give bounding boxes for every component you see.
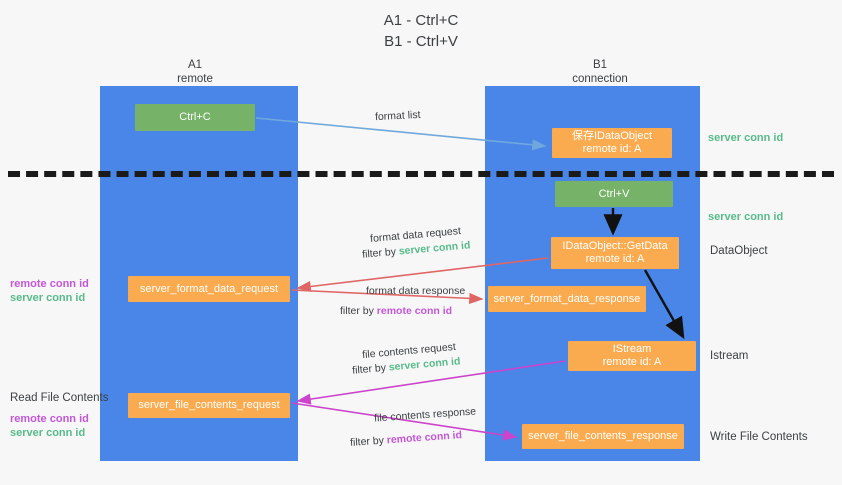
node-ctrl-v[interactable]: Ctrl+V <box>555 181 673 207</box>
filter-prefix: filter by <box>349 434 388 449</box>
side-label-dataobject: DataObject <box>710 245 768 257</box>
legend-server-conn-id-text: server conn id <box>708 211 784 223</box>
page-title: A1 - Ctrl+C B1 - Ctrl+V <box>383 12 459 50</box>
filter-prefix: filter by <box>351 361 390 377</box>
node-idataobject-getdata-line1: IDataObject::GetData <box>562 240 668 252</box>
node-server-format-data-response[interactable]: server_format_data_response <box>488 286 646 312</box>
node-istream-line1: IStream <box>612 343 652 355</box>
edge-filter-format-data-response: filter by remote conn id <box>340 305 452 317</box>
legend-server-conn-id-text: server conn id <box>10 427 86 439</box>
legend-server-conn-id-text: server conn id <box>10 292 86 304</box>
divider-dashed-line <box>8 171 834 177</box>
legend-remote-conn-id-text: remote conn id <box>10 413 89 425</box>
side-label-read-file-contents: Read File Contents <box>10 392 109 404</box>
node-ctrl-c-label: Ctrl+C <box>179 111 211 123</box>
legend-remote-conn-id-text: remote conn id <box>10 278 89 290</box>
side-label-istream: Istream <box>710 350 749 362</box>
node-server-format-data-response-label: server_format_data_response <box>493 292 641 305</box>
edge-label-format-list: format list <box>374 108 421 124</box>
edge-filter-file-contents-response: filter by remote conn id <box>350 429 463 449</box>
column-header-a1: A1 remote <box>177 59 213 85</box>
node-server-file-contents-response-label: server_file_contents_response <box>528 430 678 442</box>
legend-server-conn-id-top: server conn id <box>708 131 783 145</box>
side-label-write-file-contents: Write File Contents <box>710 431 808 443</box>
node-save-idataobject-line2: remote id: A <box>582 143 642 155</box>
node-save-idataobject-line1: 保存IDataObject <box>571 130 653 142</box>
node-server-file-contents-request-label: server_file_contents_request <box>138 399 280 411</box>
edge-label-format-data-response: format data response <box>366 285 466 297</box>
node-server-format-data-request-label: server_format_data_request <box>139 282 279 295</box>
node-istream[interactable]: IStream remote id: A <box>568 341 696 371</box>
legend-conn-ids-format: remote conn id server conn id <box>10 277 89 305</box>
node-ctrl-c[interactable]: Ctrl+C <box>135 104 255 131</box>
filter-target: remote conn id <box>386 429 463 447</box>
legend-server-conn-id-mid: server conn id <box>708 210 783 224</box>
node-server-format-data-request[interactable]: server_format_data_request <box>128 276 290 302</box>
edge-label-file-contents-response: file contents response <box>373 405 477 425</box>
filter-prefix: filter by <box>361 245 400 261</box>
node-ctrl-v-label: Ctrl+V <box>598 187 630 200</box>
filter-target: server conn id <box>398 239 471 258</box>
filter-target: remote conn id <box>376 305 453 317</box>
node-idataobject-getdata[interactable]: IDataObject::GetData remote id: A <box>551 237 679 269</box>
node-server-file-contents-response[interactable]: server_file_contents_response <box>522 424 684 449</box>
filter-target: server conn id <box>388 355 461 374</box>
node-idataobject-getdata-line2: remote id: A <box>585 253 645 265</box>
node-save-idataobject[interactable]: 保存IDataObject remote id: A <box>552 128 672 158</box>
column-header-b1: B1 connection <box>572 59 628 85</box>
node-istream-line2: remote id: A <box>602 356 662 368</box>
legend-conn-ids-file: remote conn id server conn id <box>10 412 89 440</box>
legend-server-conn-id-text: server conn id <box>708 132 784 144</box>
filter-prefix: filter by <box>340 305 377 317</box>
node-server-file-contents-request[interactable]: server_file_contents_request <box>128 393 290 418</box>
